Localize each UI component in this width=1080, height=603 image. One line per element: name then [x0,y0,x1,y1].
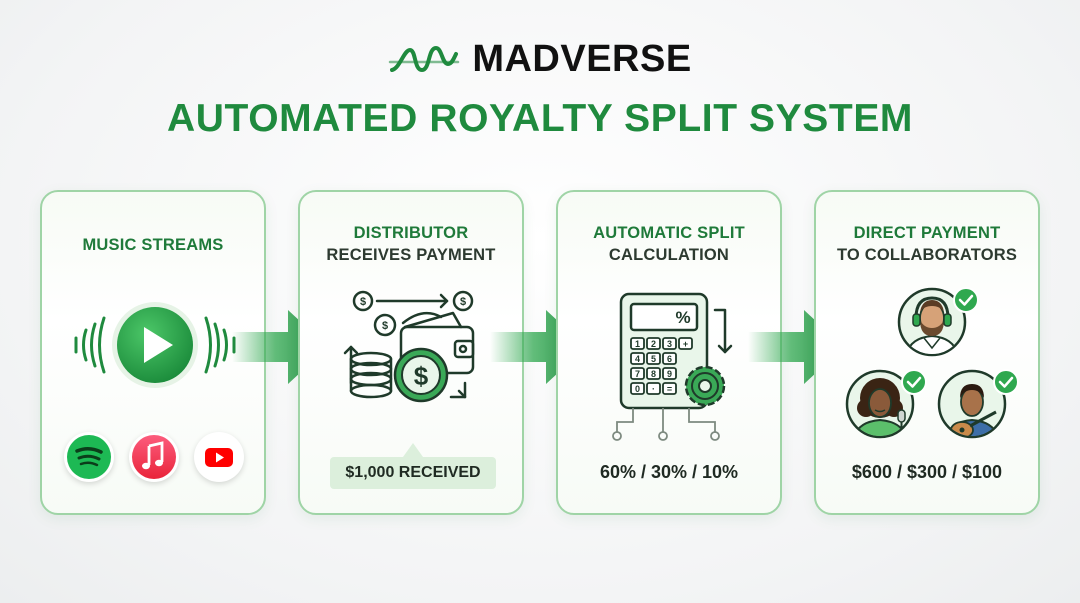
step-title: DISTRIBUTOR RECEIVES PAYMENT [300,222,522,266]
step-card-music-streams: MUSIC STREAMS [40,190,266,515]
wallet-icon: $ $ $ $ [343,290,475,403]
svg-text:8: 8 [651,369,656,379]
step-title-line2: CALCULATION [608,246,730,264]
calculator-icon: % 1 2 3 + 4 5 6 7 8 9 0 · = [612,292,733,441]
step-title-line1: DIRECT PAYMENT [853,224,1001,242]
collaborator-avatar [937,369,1019,439]
svg-text:%: % [675,308,690,327]
svg-text:9: 9 [667,369,672,379]
apple-music-icon [129,432,179,482]
received-amount-badge: $1,000 RECEIVED [330,457,496,489]
svg-text:6: 6 [667,354,672,364]
svg-text:1: 1 [635,339,640,349]
step-title-line1: AUTOMATIC SPLIT [593,224,745,242]
step-title: AUTOMATIC SPLIT CALCULATION [558,222,780,266]
svg-text:+: + [683,339,688,349]
check-icon [993,369,1019,395]
step-title-line1: DISTRIBUTOR [353,224,469,242]
step-card-collaborators: DIRECT PAYMENT TO COLLABORATORS [814,190,1040,515]
svg-text:2: 2 [651,339,656,349]
svg-text:$: $ [360,296,366,308]
collaborator-avatar [897,287,979,357]
badge-pointer [403,443,423,457]
madverse-logo-icon [389,45,460,72]
gear-icon [684,365,726,407]
check-icon [901,369,927,395]
play-icon [74,302,236,388]
youtube-icon [194,432,244,482]
brand-name: MADVERSE [472,38,692,80]
step-title: MUSIC STREAMS [42,234,264,256]
step-title-line2: RECEIVES PAYMENT [326,246,496,264]
step-card-distributor: DISTRIBUTOR RECEIVES PAYMENT $ [298,190,524,515]
step-title-line2: TO COLLABORATORS [836,246,1018,264]
step-title: DIRECT PAYMENT TO COLLABORATORS [816,222,1038,266]
svg-text:5: 5 [651,354,656,364]
svg-text:3: 3 [667,339,672,349]
collaborator-avatar [845,369,927,439]
check-icon [953,287,979,313]
svg-text:0: 0 [635,384,640,394]
svg-text:·: · [652,384,655,394]
svg-text:$: $ [382,320,388,332]
page-title: AUTOMATED ROYALTY SPLIT SYSTEM [166,97,914,140]
split-percentages: 60% / 30% / 10% [599,462,739,482]
spotify-icon [64,432,114,482]
svg-text:7: 7 [635,369,640,379]
step-card-split-calculation: AUTOMATIC SPLIT CALCULATION % 1 2 3 + [556,190,782,515]
svg-text:=: = [667,384,672,394]
svg-text:4: 4 [635,354,640,364]
svg-text:$: $ [460,296,466,308]
brand-header: MADVERSE [0,38,1080,81]
step-title-line1: MUSIC STREAMS [82,236,224,254]
svg-text:$: $ [414,361,429,391]
payout-amounts: $600 / $300 / $100 [851,462,1003,482]
